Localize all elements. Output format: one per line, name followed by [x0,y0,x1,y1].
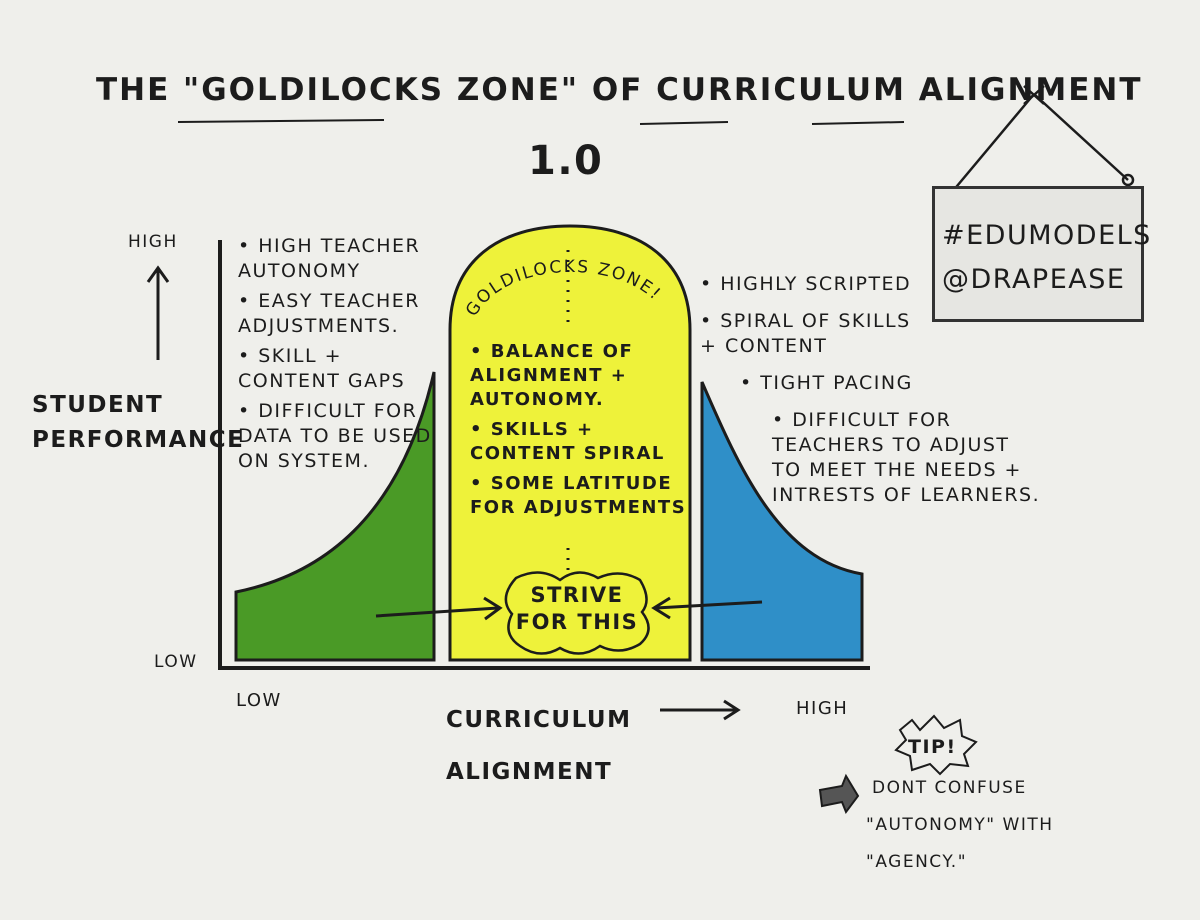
y-axis-label-line2: PERFORMANCE [32,427,245,453]
x-arrow-icon [660,699,741,721]
x-axis-low-label: LOW [236,690,282,711]
left-note-item: • DIFFICULT FOR DATA TO BE USED ON SYSTE… [238,400,432,472]
diagram-title: THE "GOLDILOCKS ZONE" OF CURRICULUM ALIG… [96,72,1143,108]
goldilocks-zone [448,224,692,662]
right-note-item: • SPIRAL OF SKILLS + CONTENT [700,310,911,357]
left-notes: • HIGH TEACHER AUTONOMY • EASY TEACHER A… [238,234,443,479]
left-note-item: • SKILL + CONTENT GAPS [238,345,406,392]
tip-label: TIP! [908,736,957,758]
strive-line2: FOR THIS [515,610,639,634]
x-axis-label-line2: ALIGNMENT [446,759,613,785]
y-axis-label: STUDENT PERFORMANCE [32,388,244,458]
y-axis-low-label: LOW [154,652,198,672]
x-axis-label-line1: CURRICULUM [446,707,632,733]
zone-note-item: • SKILLS + CONTENT SPIRAL [470,419,665,464]
right-region [700,381,864,662]
version-label: 1.0 [528,138,604,184]
right-notes: • HIGHLY SCRIPTED • SPIRAL OF SKILLS + C… [700,272,1040,513]
tip-pointer-icon [818,773,860,815]
zone-note-item: • SOME LATITUDE FOR ADJUSTMENTS [470,473,687,518]
sign-text: #EDUMODELS @DRAPEASE [942,214,1152,302]
strive-burst [504,571,650,655]
hanging-sign [932,186,1144,322]
tip-line3: "AGENCY." [866,852,968,872]
svg-text:GOLDILOCKS ZONE!: GOLDILOCKS ZONE! [462,257,665,320]
tip-burst [894,714,978,776]
tip-line2: "AUTONOMY" WITH [866,815,1054,835]
strive-callout: STRIVE FOR THIS [508,582,646,636]
tip-line1: DONT CONFUSE [872,778,1027,798]
zone-label-text: GOLDILOCKS ZONE! [462,257,663,320]
left-region [234,371,436,662]
title-underline-alignment [811,121,905,125]
left-arrow-to-zone-icon [375,596,503,621]
sign-handle: @DRAPEASE [942,264,1126,295]
right-note-item: • TIGHT PACING [740,372,913,394]
left-note-item: • HIGH TEACHER AUTONOMY [238,235,421,282]
right-note-item: • DIFFICULT FOR TEACHERS TO ADJUST TO ME… [772,409,1041,506]
zone-note-item: • BALANCE OF ALIGNMENT + AUTONOMY. [470,341,634,410]
y-axis-high-label: HIGH [128,232,178,252]
tip-text: DONT CONFUSE "AUTONOMY" WITH "AGENCY." [866,770,1122,881]
zone-label: GOLDILOCKS ZONE! [462,257,665,320]
y-arrow-icon [146,265,170,360]
right-note-item: • HIGHLY SCRIPTED [700,273,912,295]
y-axis-label-line1: STUDENT [32,392,164,418]
right-arrow-to-zone-icon [651,596,763,620]
title-underline-goldilocks [177,119,385,123]
x-axis-label: CURRICULUM ALIGNMENT [446,694,632,798]
left-note-item: • EASY TEACHER ADJUSTMENTS. [238,290,420,337]
x-axis-high-label: HIGH [796,698,849,719]
title-underline-curriculum [639,121,729,125]
sign-hashtag: #EDUMODELS [942,220,1152,251]
zone-notes: • BALANCE OF ALIGNMENT + AUTONOMY. • SKI… [470,340,700,520]
strive-line1: STRIVE [530,583,624,607]
